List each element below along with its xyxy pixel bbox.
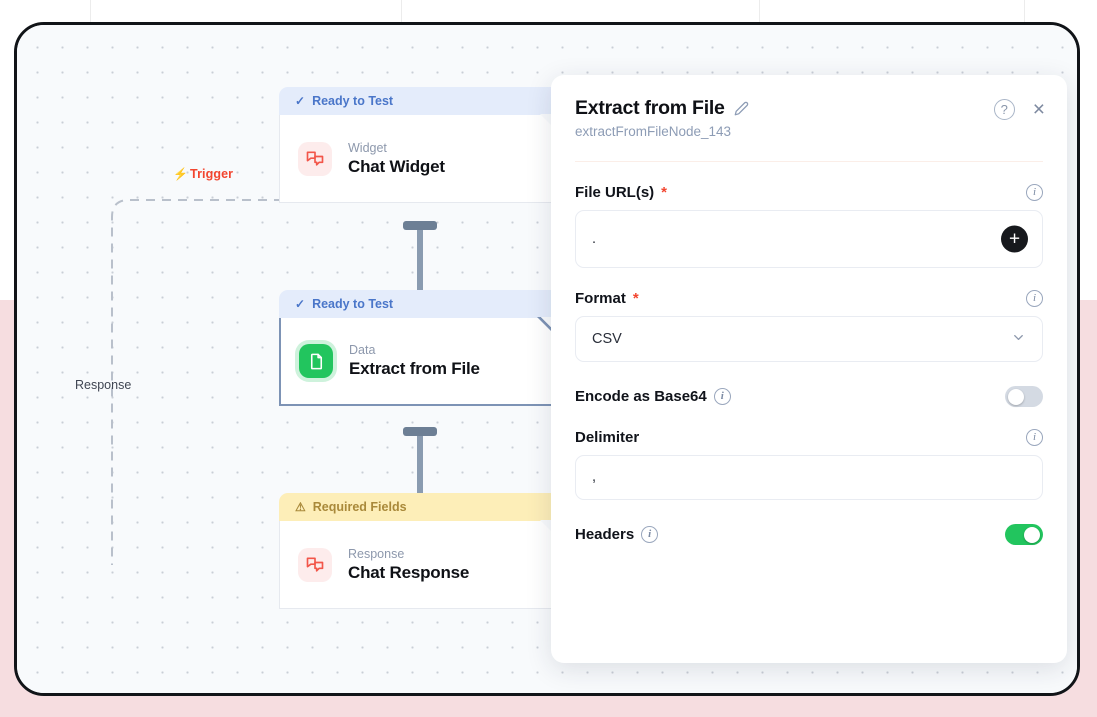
field-label-text: Encode as Base64 <box>575 388 707 405</box>
field-label-text: File URL(s) <box>575 184 655 201</box>
trigger-label: ⚡ Trigger <box>173 167 233 181</box>
workflow-node-extract-from-file[interactable]: ✓ Ready to Test Data Extract from File <box>279 290 562 406</box>
file-urls-input[interactable]: . + <box>575 210 1043 268</box>
field-delimiter: Delimiter i , <box>575 429 1043 500</box>
node-kind: Data <box>349 343 376 357</box>
node-status-badge: ✓ Ready to Test <box>279 290 562 318</box>
node-title: Chat Widget <box>348 156 445 176</box>
required-marker: * <box>661 184 668 201</box>
field-encode-base64: Encode as Base64 i <box>575 386 1043 407</box>
close-icon[interactable]: × <box>1032 98 1045 121</box>
node-status-label: Required Fields <box>312 500 407 514</box>
delimiter-input[interactable]: , <box>575 455 1043 500</box>
field-label-headers: Headers i <box>575 526 659 543</box>
field-label-format: Format * <box>575 290 639 307</box>
file-urls-value: . <box>592 230 597 247</box>
response-label: Response <box>75 378 132 392</box>
chat-bubbles-icon <box>298 141 332 176</box>
connector-cap <box>403 427 437 436</box>
check-icon: ✓ <box>295 94 306 108</box>
panel-actions: ? × <box>993 98 1045 121</box>
field-headers: Headers i <box>575 524 1043 545</box>
panel-divider <box>575 161 1043 162</box>
chevron-down-icon <box>1011 330 1026 349</box>
workflow-node-chat-widget[interactable]: ✓ Ready to Test Widget Chat Widget <box>279 87 562 203</box>
node-body[interactable]: Widget Chat Widget <box>279 115 562 203</box>
format-selected-value: CSV <box>592 331 622 347</box>
delimiter-value: , <box>592 469 597 486</box>
node-status-label: Ready to Test <box>312 94 394 108</box>
info-icon[interactable]: i <box>641 526 659 543</box>
info-icon[interactable]: i <box>1026 290 1043 307</box>
workflow-node-chat-response[interactable]: ⚠ Required Fields Response Chat Response <box>279 493 562 609</box>
document-icon <box>299 344 333 378</box>
field-label-text: Headers <box>575 526 635 543</box>
workflow-canvas[interactable]: ⚡ Trigger Response ✓ Ready to Test <box>17 25 1077 693</box>
question-circle-icon[interactable]: ? <box>993 99 1015 120</box>
node-texts: Widget Chat Widget <box>348 141 445 177</box>
node-texts: Data Extract from File <box>349 343 480 379</box>
toggle-knob <box>1007 388 1024 405</box>
panel-header: Extract from File extractFromFileNode_14… <box>575 97 1043 139</box>
bolt-icon: ⚡ <box>173 167 189 181</box>
node-title: Chat Response <box>348 562 470 582</box>
node-body[interactable]: Data Extract from File <box>279 318 562 406</box>
node-config-panel: Extract from File extractFromFileNode_14… <box>551 75 1067 663</box>
node-status-badge: ✓ Ready to Test <box>279 87 562 115</box>
page-title: Extract from File <box>575 97 749 120</box>
pencil-icon[interactable] <box>734 101 749 116</box>
node-kind: Response <box>348 546 405 561</box>
connector-cap <box>403 221 437 230</box>
check-icon: ✓ <box>295 297 306 311</box>
node-status-badge: ⚠ Required Fields <box>279 493 562 521</box>
toggle-knob <box>1024 526 1040 543</box>
required-marker: * <box>632 290 639 307</box>
node-title: Extract from File <box>349 359 480 378</box>
add-url-button[interactable]: + <box>1001 225 1028 253</box>
trigger-text: Trigger <box>190 167 234 181</box>
panel-title-text: Extract from File <box>575 97 725 119</box>
field-format: Format * i CSV <box>575 290 1043 362</box>
format-select[interactable]: CSV <box>575 316 1043 362</box>
info-icon[interactable]: i <box>1026 429 1043 446</box>
warning-icon: ⚠ <box>295 500 306 514</box>
trigger-response-loop <box>111 199 299 565</box>
headers-toggle[interactable] <box>1005 524 1043 545</box>
field-label-text: Delimiter <box>575 429 640 446</box>
panel-node-id: extractFromFileNode_143 <box>575 124 732 139</box>
node-texts: Response Chat Response <box>348 547 469 583</box>
field-label-encode-base64: Encode as Base64 i <box>575 388 731 405</box>
encode-base64-toggle[interactable] <box>1005 386 1043 407</box>
node-status-label: Ready to Test <box>312 297 394 311</box>
field-label-text: Format <box>575 290 626 307</box>
field-file-urls: File URL(s) * i . + <box>575 184 1043 268</box>
app-frame: ⚡ Trigger Response ✓ Ready to Test <box>14 22 1080 696</box>
info-icon[interactable]: i <box>1026 184 1043 201</box>
field-label-delimiter: Delimiter <box>575 429 639 446</box>
node-kind: Widget <box>348 140 387 155</box>
field-label-file-urls: File URL(s) * <box>575 184 667 201</box>
info-icon[interactable]: i <box>713 388 731 405</box>
chat-bubbles-icon <box>298 547 332 582</box>
node-body[interactable]: Response Chat Response <box>279 521 562 609</box>
